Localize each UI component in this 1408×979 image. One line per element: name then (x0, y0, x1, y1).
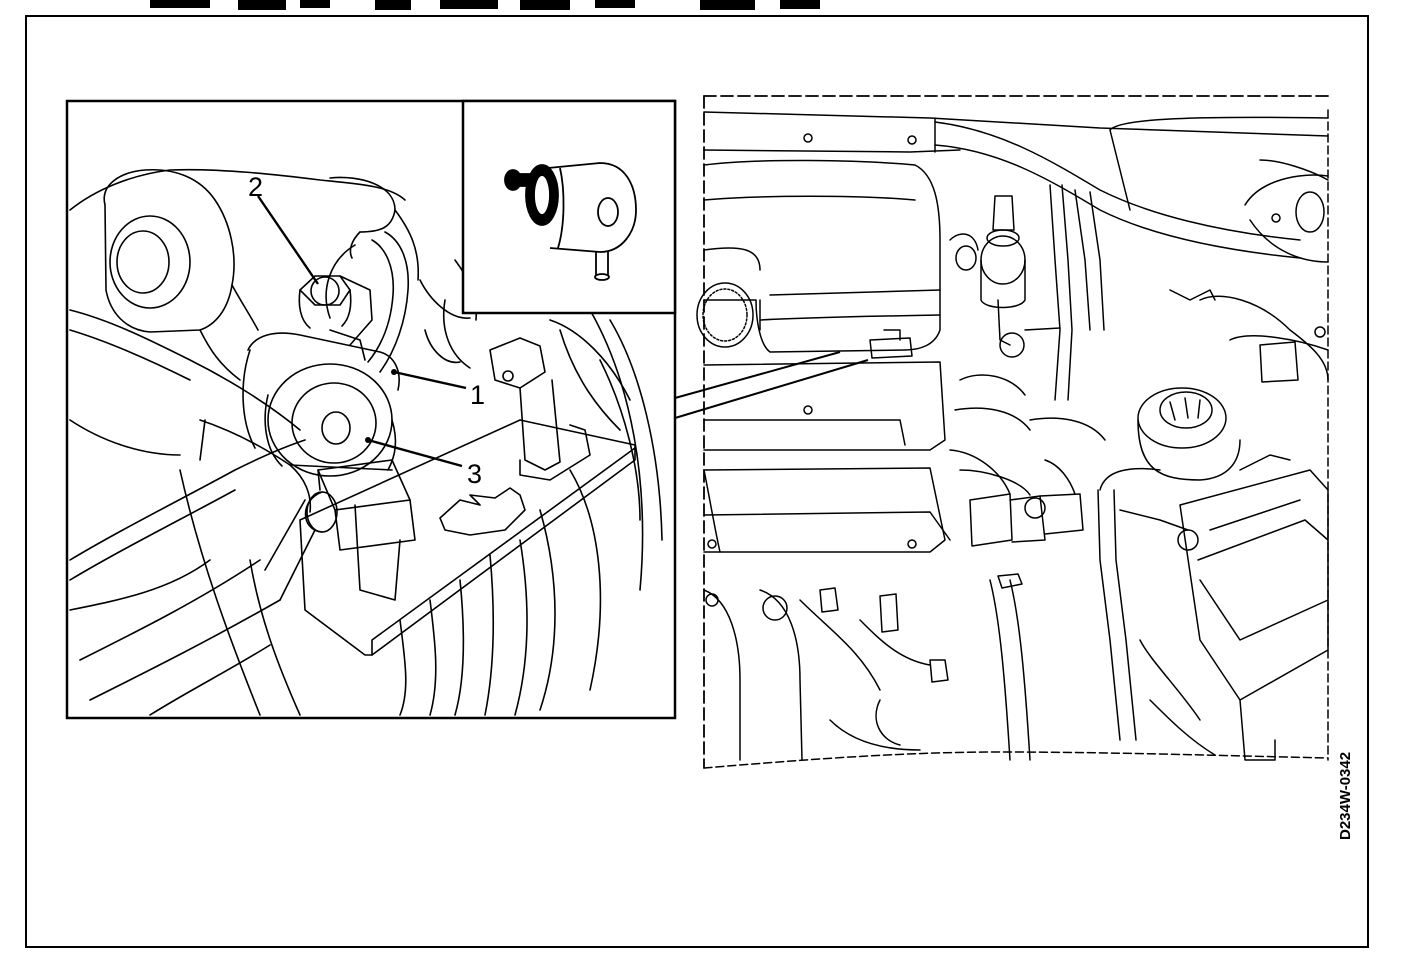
outer-frame (25, 15, 1369, 948)
callout-2: 2 (248, 172, 263, 202)
engine-bay (696, 95, 1329, 769)
zoom-lines (674, 351, 869, 419)
clipped-heading (150, 0, 820, 10)
inset-frame (461, 99, 677, 315)
leader-lines (257, 195, 467, 468)
callout-3: 3 (467, 459, 482, 489)
callout-1: 1 (470, 380, 485, 410)
part-inset (461, 99, 677, 315)
figure-code: D234W-0342 (1337, 752, 1354, 840)
